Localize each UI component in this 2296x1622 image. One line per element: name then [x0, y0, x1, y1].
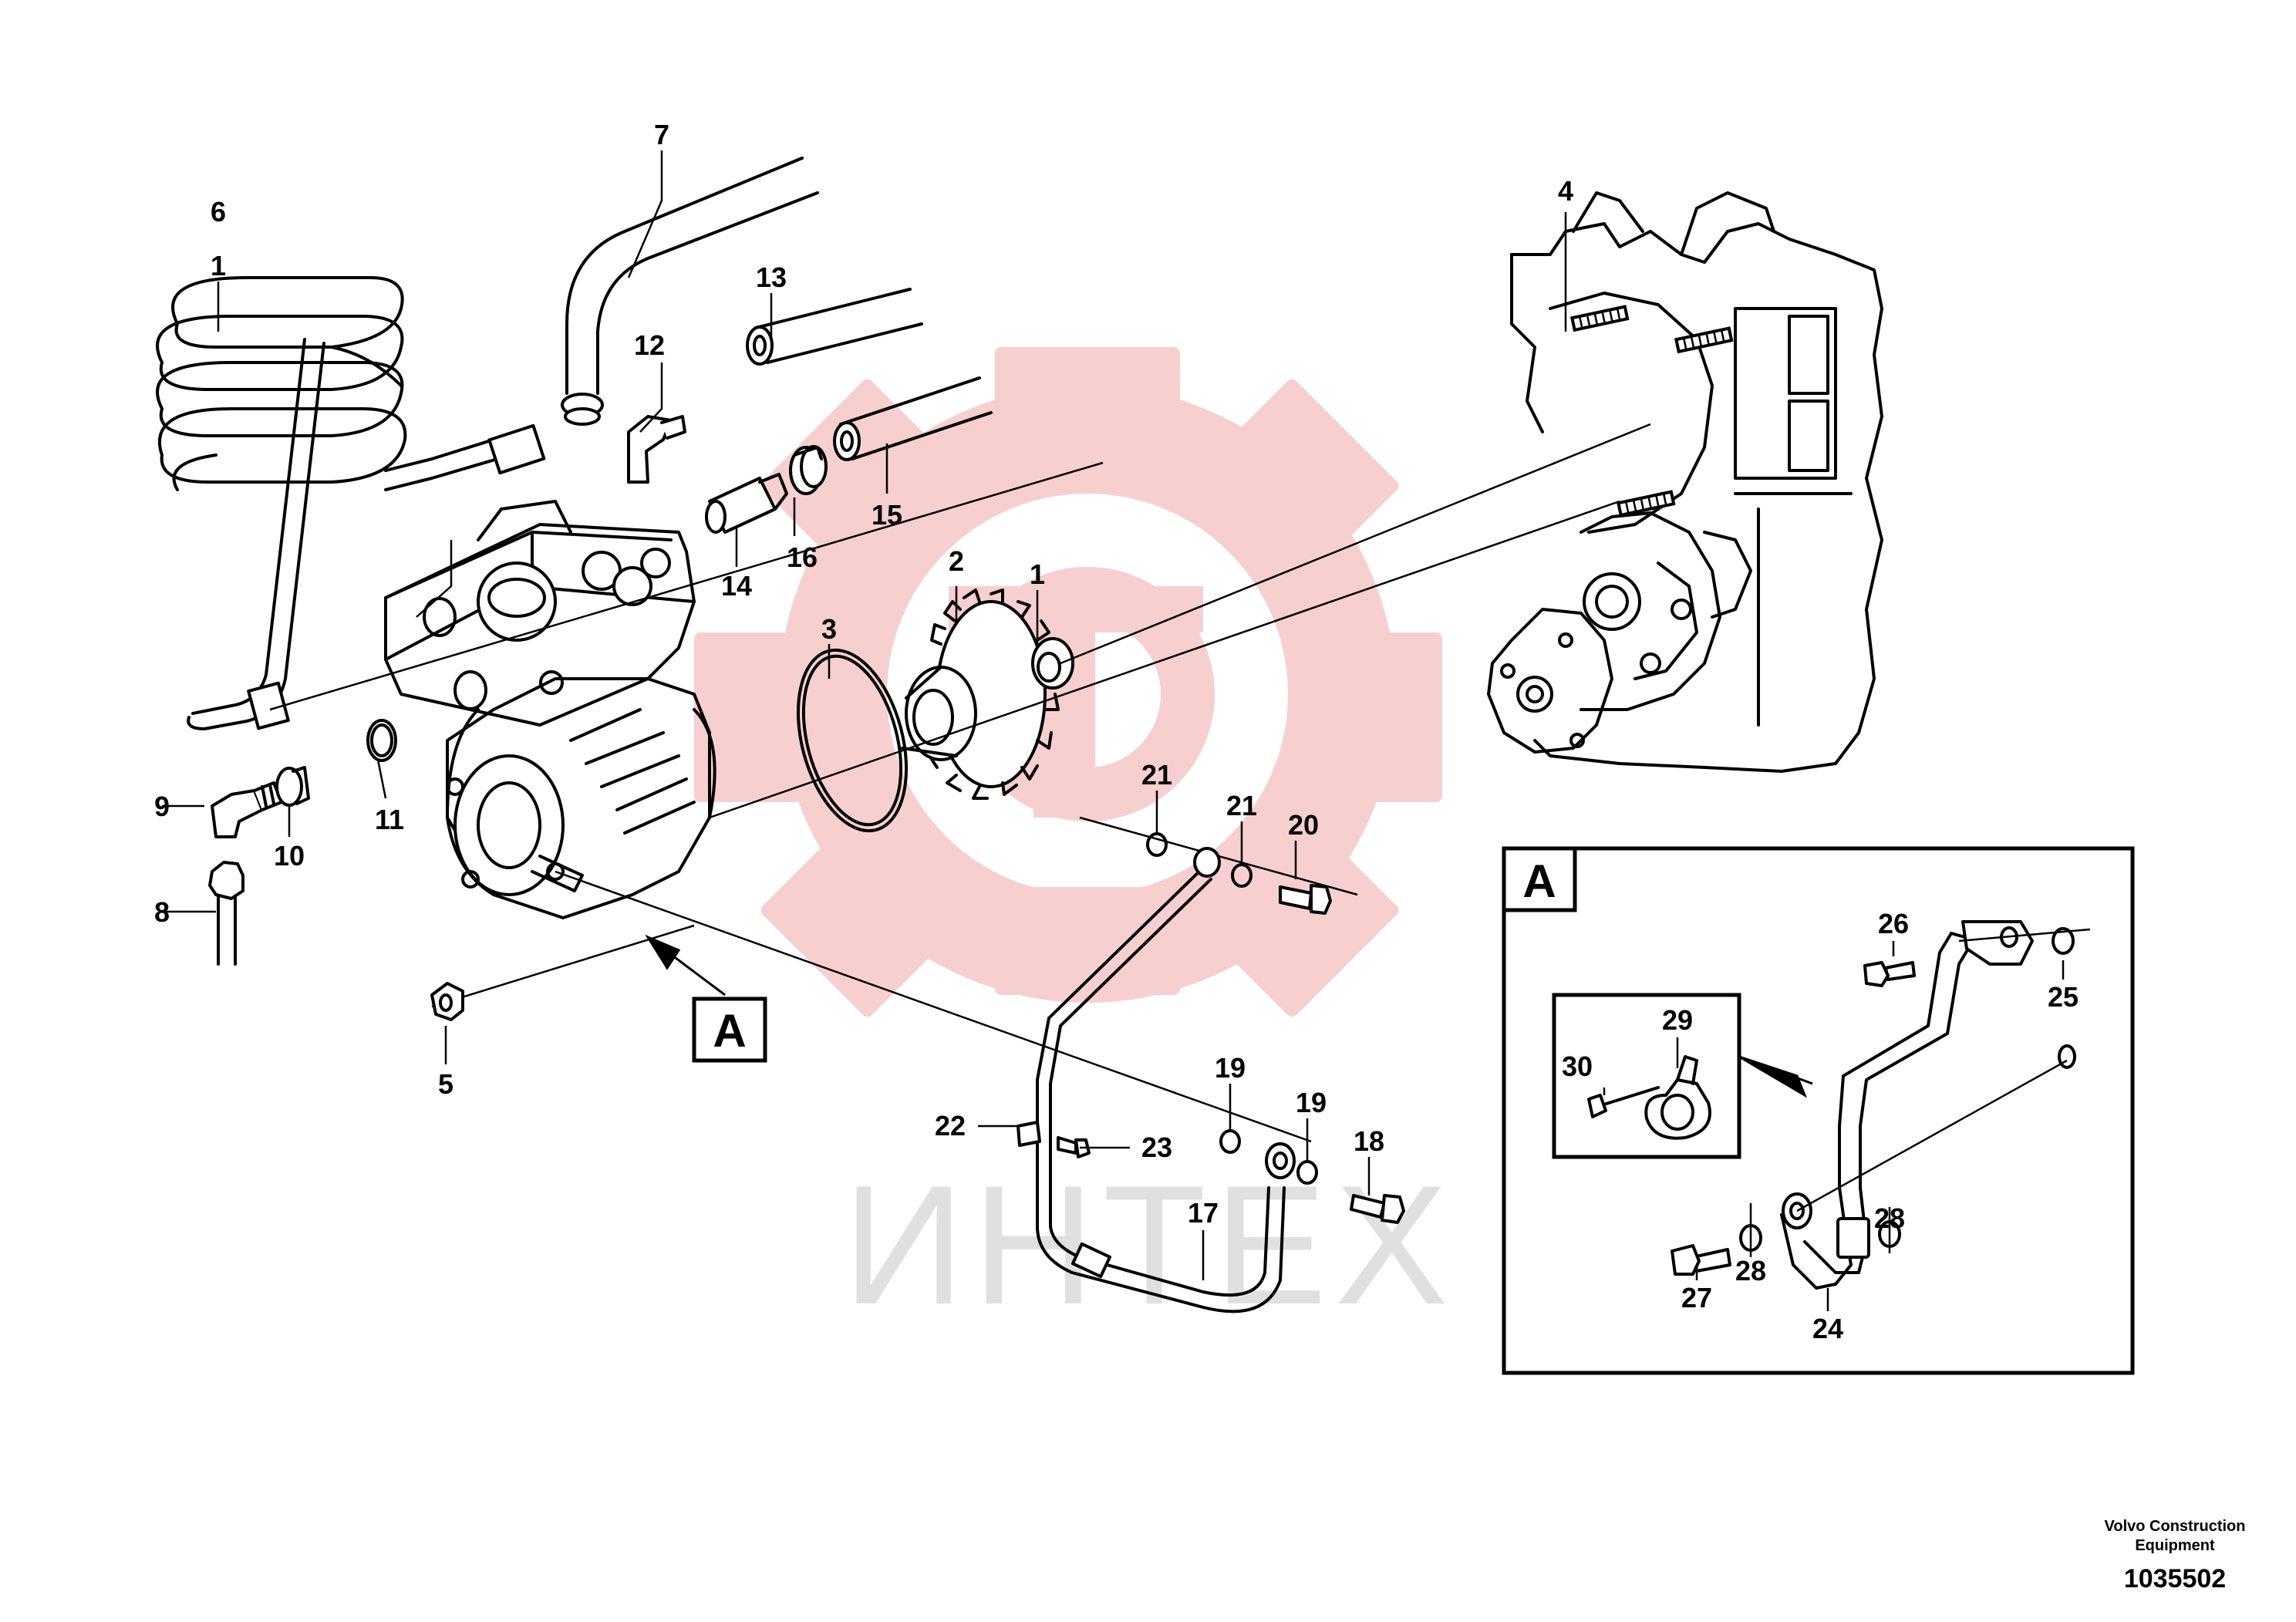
view-a-callout-label: A: [713, 1005, 746, 1057]
footer: Volvo Construction Equipment 1035502: [2105, 1518, 2246, 1593]
hose-13: [746, 288, 923, 366]
footer-drawing-number: 1035502: [2124, 1564, 2226, 1593]
label-part-5: 5: [438, 1068, 453, 1100]
label-part-9: 9: [154, 791, 170, 822]
label-part-22: 22: [935, 1110, 966, 1141]
label-part-23: 23: [1141, 1131, 1172, 1163]
label-part-7: 7: [654, 119, 669, 150]
footer-company-line2: Equipment: [2135, 1537, 2215, 1554]
label-part-30: 30: [1562, 1050, 1593, 1082]
nut-5: [430, 982, 464, 1021]
view-a-callout: A: [645, 934, 767, 1063]
drive-gear-2: [901, 588, 1060, 800]
label-part-29: 29: [1662, 1004, 1693, 1036]
label-part-20: 20: [1288, 809, 1319, 841]
footer-company-line1: Volvo Construction: [2105, 1518, 2246, 1535]
label-part-18: 18: [1354, 1125, 1384, 1157]
stud-bolts: [1569, 305, 1734, 518]
label-part-1: 1: [211, 250, 226, 282]
label-part-4: 4: [1558, 175, 1573, 207]
air-compressor: [384, 500, 716, 919]
clip-22-bolt-23: [1017, 1121, 1091, 1158]
hose-clamp-16: [789, 445, 828, 495]
label-part-24: 24: [1812, 1313, 1843, 1344]
bolts-18-20: [1279, 884, 1405, 1224]
gear-nut-1: [1031, 637, 1074, 690]
engine-timing-housing: [1487, 191, 1883, 773]
seal-ring-11: [366, 719, 397, 762]
watermark-gear-logo: [694, 347, 1442, 1017]
label-part-17: 17: [1188, 1197, 1219, 1229]
watermark-text: ИНТЕХ: [843, 1150, 1456, 1340]
leader-lines: [162, 150, 1567, 1280]
detail-box-label: A: [1522, 855, 1556, 907]
label-part-2: 2: [949, 545, 964, 577]
label-part-3: 3: [821, 613, 837, 645]
washers-19-21: [1146, 832, 1318, 1185]
detail-view-a: A: [1502, 846, 2135, 1375]
label-part-28: 28: [1735, 1255, 1766, 1286]
label-part-1-nut: 1: [1030, 558, 1045, 590]
label-part-26: 26: [1878, 908, 1909, 939]
elbow-fitting-9: [211, 781, 283, 838]
part-labels: 1 1 2 3 4 5 6 7 8 9 10 11 12 13 14 15 16…: [154, 119, 2079, 1344]
label-part-12: 12: [634, 329, 665, 361]
coiled-pipe: [156, 276, 546, 730]
air-pipe: [561, 157, 819, 426]
pipe-nut-8: [208, 861, 244, 966]
washer-nut-10: [275, 766, 310, 807]
label-part-19b: 19: [1296, 1087, 1327, 1118]
label-part-8: 8: [154, 896, 170, 928]
hose-15: [833, 376, 993, 461]
label-part-11: 11: [375, 804, 404, 835]
label-part-25: 25: [2048, 981, 2079, 1013]
label-part-10: 10: [274, 840, 305, 872]
label-part-27: 27: [1681, 1282, 1712, 1313]
label-part-21: 21: [1141, 759, 1172, 791]
assembly-center-lines: [269, 423, 1651, 1143]
label-part-14: 14: [721, 570, 752, 602]
label-part-6: 6: [211, 196, 226, 228]
label-part-21b: 21: [1226, 790, 1257, 821]
label-part-19: 19: [1215, 1052, 1246, 1084]
union-fitting-14: [705, 473, 788, 534]
oil-pipe-17: [1036, 847, 1296, 1313]
elbow-fitting-12: [627, 415, 686, 484]
label-part-15: 15: [872, 499, 902, 531]
label-part-16: 16: [787, 541, 818, 573]
label-part-28b: 28: [1874, 1202, 1905, 1234]
label-part-13: 13: [756, 261, 787, 293]
